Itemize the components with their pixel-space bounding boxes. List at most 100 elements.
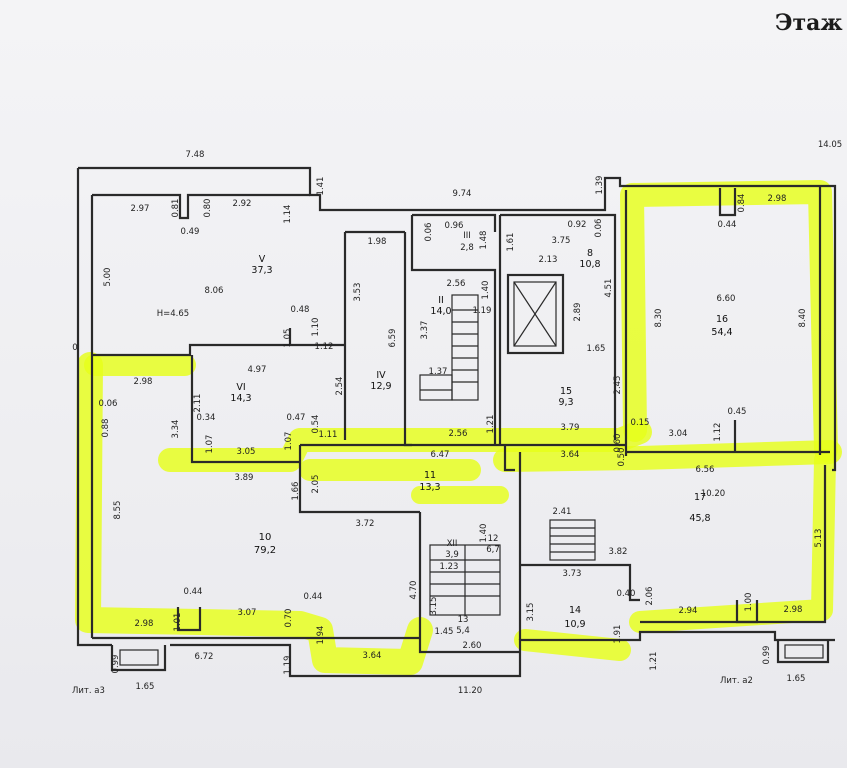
room-number: XII bbox=[447, 539, 458, 549]
dimension-label: 0.44 bbox=[304, 592, 323, 602]
dimension-label: 3.79 bbox=[561, 423, 580, 433]
dimension-label: 1.19 bbox=[283, 656, 293, 675]
dimension-label: 6.59 bbox=[388, 329, 398, 348]
dimension-label: 14.05 bbox=[818, 140, 842, 150]
dimension-label: 0.44 bbox=[718, 220, 737, 230]
room-area: 3,9 bbox=[445, 550, 459, 560]
dimension-label: 0.81 bbox=[171, 199, 181, 218]
dimension-label: 11.20 bbox=[458, 686, 482, 696]
room-number: 15 bbox=[560, 386, 572, 397]
dimension-label: 1.12 bbox=[713, 423, 723, 442]
stair-middle bbox=[429, 544, 501, 616]
room-number: VI bbox=[236, 382, 245, 393]
dimension-label: 1.66 bbox=[291, 482, 301, 501]
outer-walls bbox=[76, 166, 837, 678]
room-number: 16 bbox=[716, 314, 728, 325]
balconies bbox=[110, 640, 830, 672]
dimension-label: 2.98 bbox=[134, 377, 153, 387]
dimension-label: 3.34 bbox=[171, 420, 181, 439]
dimension-label: 6.60 bbox=[717, 294, 736, 304]
dimension-label: 1.40 bbox=[479, 524, 489, 543]
room-number: 10 bbox=[259, 532, 272, 543]
room-area: 10,8 bbox=[579, 259, 600, 270]
dimension-label: 2.06 bbox=[645, 587, 655, 606]
dimension-label: 3.05 bbox=[237, 447, 256, 457]
lit-label: Лит. а3 bbox=[72, 686, 105, 696]
dimension-label: 7.48 bbox=[186, 150, 205, 160]
dimension-label: 0.99 bbox=[111, 655, 121, 674]
dimension-label: 8.55 bbox=[113, 501, 123, 520]
room-number: IV bbox=[376, 370, 386, 381]
dimension-label: 2.60 bbox=[463, 641, 482, 651]
dimension-label: 3.04 bbox=[669, 429, 688, 439]
room-number: III bbox=[463, 231, 471, 241]
dimension-label: 3.73 bbox=[563, 569, 582, 579]
dimension-label: 0.92 bbox=[568, 220, 587, 230]
room-number: 14 bbox=[569, 605, 581, 616]
dimension-label: 1.65 bbox=[136, 682, 155, 692]
elevator-shaft bbox=[506, 273, 565, 355]
dimension-label: 1.23 bbox=[440, 562, 459, 572]
dimension-label: 0.44 bbox=[184, 587, 203, 597]
dimension-label: 9.74 bbox=[453, 189, 472, 199]
stair-upper bbox=[419, 294, 479, 401]
dimension-label: 2.05 bbox=[311, 475, 321, 494]
dimension-label: 0.06 bbox=[424, 223, 434, 242]
dimension-label: 8.06 bbox=[205, 286, 224, 296]
dimension-label: 1.41 bbox=[316, 177, 326, 196]
room-area: 13,3 bbox=[419, 482, 440, 493]
dimension-label: 1.40 bbox=[481, 281, 491, 300]
dimension-label: 0.84 bbox=[737, 194, 747, 213]
dimension-label: 0 bbox=[72, 343, 77, 353]
dimension-label: 8.30 bbox=[654, 309, 664, 328]
dimension-label: 0.70 bbox=[284, 609, 294, 628]
dimension-label: 0.47 bbox=[287, 413, 306, 423]
dimension-label: 1.21 bbox=[486, 415, 496, 434]
dimension-label: 2.98 bbox=[768, 194, 787, 204]
dimension-label: 1.00 bbox=[744, 593, 754, 612]
room-area: 5,4 bbox=[456, 626, 470, 636]
dimension-label: 1.07 bbox=[205, 435, 215, 454]
room-area: 14,3 bbox=[230, 393, 251, 404]
inner-walls bbox=[92, 188, 830, 654]
dimension-label: 1.65 bbox=[787, 674, 806, 684]
dimension-label: 3.15 bbox=[429, 597, 439, 616]
dimension-label: 0.34 bbox=[197, 413, 216, 423]
dimension-label: 1.39 bbox=[595, 176, 605, 195]
dimension-label: 3.82 bbox=[609, 547, 628, 557]
dimension-label: 6.72 bbox=[195, 652, 214, 662]
dimension-label: 2.56 bbox=[447, 279, 466, 289]
dimension-label: 1.61 bbox=[506, 233, 516, 252]
room-area: 9,3 bbox=[558, 397, 573, 408]
dimension-label: 2.11 bbox=[193, 394, 203, 413]
dimension-label: 1.65 bbox=[587, 344, 606, 354]
dimension-label: 1.12 bbox=[315, 342, 334, 352]
room-area: 12,9 bbox=[370, 381, 391, 392]
dimension-label: 0.54 bbox=[311, 415, 321, 434]
room-labels: V 37,3 III 2,8 II 14,0 8 10,8 16 54,4 VI… bbox=[157, 231, 733, 636]
dimension-label: 1.10 bbox=[311, 318, 321, 337]
dimension-label: 3.37 bbox=[420, 321, 430, 340]
dimension-label: 1.37 bbox=[429, 367, 448, 377]
dimension-label: 1.91 bbox=[613, 625, 623, 644]
dimension-label: 0.88 bbox=[101, 419, 111, 438]
dimension-label: 1.45 bbox=[435, 627, 454, 637]
dimension-label: 2.41 bbox=[553, 507, 572, 517]
room-area: 14,0 bbox=[430, 306, 451, 317]
dimension-label: 0.40 bbox=[617, 589, 636, 599]
dimension-label: 0.48 bbox=[291, 305, 310, 315]
dimension-label: 1.94 bbox=[316, 626, 326, 645]
dimension-label: 0.06 bbox=[99, 399, 118, 409]
dimension-label: 0.96 bbox=[445, 221, 464, 231]
dimension-label: 3.72 bbox=[356, 519, 375, 529]
dimension-label: 3.64 bbox=[561, 450, 580, 460]
room-number: 13 bbox=[458, 615, 469, 625]
dimension-label: 0.49 bbox=[181, 227, 200, 237]
dimension-label: 1.19 bbox=[473, 306, 492, 316]
dimension-label: 6.56 bbox=[696, 465, 715, 475]
dimension-label: 0.99 bbox=[762, 646, 772, 665]
room-area: 10,9 bbox=[564, 619, 585, 630]
